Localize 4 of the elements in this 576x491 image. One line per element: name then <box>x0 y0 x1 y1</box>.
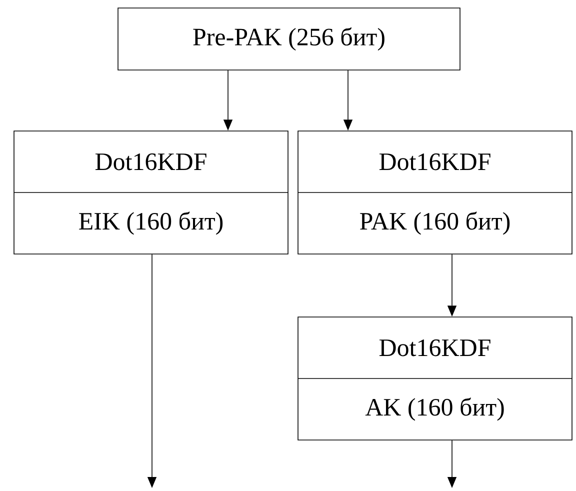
split-box: Dot16KDF PAK (160 бит) <box>298 130 572 254</box>
split-box: Dot16KDF EIK (160 бит) <box>14 130 288 254</box>
split-box: Dot16KDF AK (160 бит) <box>298 316 572 440</box>
process-box: Pre-PAK (256 бит) <box>118 8 460 70</box>
